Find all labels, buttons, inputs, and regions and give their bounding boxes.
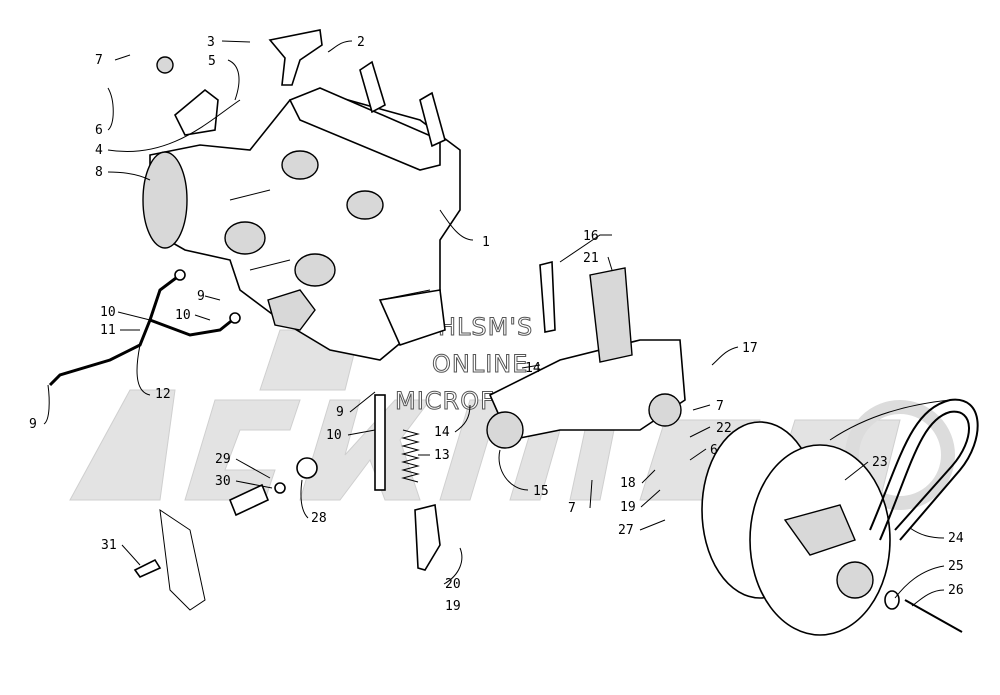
hardware — [133, 394, 420, 611]
callout-24: 24 — [948, 531, 964, 546]
callout-25: 25 — [948, 559, 964, 574]
watermark-line-1: HLSM'S — [438, 313, 533, 341]
callout-10-left: 10 — [100, 305, 116, 320]
callout-9-top: 9 — [197, 289, 205, 304]
callout-12: 12 — [155, 387, 171, 402]
callout-9-left: 9 — [29, 417, 37, 432]
callout-14-bottom: 14 — [434, 425, 450, 440]
callout-22: 22 — [716, 421, 732, 436]
callout-5: 5 — [208, 54, 216, 69]
callout-10-bottom: 10 — [326, 428, 342, 443]
callout-4: 4 — [95, 143, 103, 158]
callout-2: 2 — [357, 35, 365, 50]
callouts: 1 2 3 5 7 6 4 8 16 21 17 10 9 10 11 12 9 — [29, 35, 964, 614]
callout-15: 15 — [533, 484, 549, 499]
callout-10-mid: 10 — [175, 308, 191, 323]
callout-23: 23 — [872, 455, 888, 470]
watermark-line-2: ONLINE — [432, 350, 528, 378]
callout-20: 20 — [445, 577, 461, 592]
callout-6-top: 6 — [95, 123, 103, 138]
callout-18: 18 — [620, 476, 636, 491]
callout-8: 8 — [95, 165, 103, 180]
callout-26: 26 — [948, 583, 964, 598]
callout-21: 21 — [583, 251, 599, 266]
engine-assembly — [142, 29, 461, 361]
callout-3: 3 — [207, 35, 215, 50]
callout-1: 1 — [482, 235, 490, 250]
drive-belt — [829, 398, 979, 541]
callout-13: 13 — [434, 448, 450, 463]
drive-clutch — [701, 421, 891, 636]
callout-16: 16 — [583, 229, 599, 244]
mounting-plate — [414, 260, 686, 571]
callout-6-right: 6 — [710, 443, 718, 458]
callout-11: 11 — [100, 323, 116, 338]
clutch-bolt — [884, 590, 963, 633]
callout-31: 31 — [101, 538, 117, 553]
callout-19-bottom: 19 — [445, 599, 461, 614]
callout-19-right: 19 — [620, 500, 636, 515]
callout-9-mid: 9 — [336, 405, 344, 420]
callout-17: 17 — [742, 341, 758, 356]
callout-28: 28 — [311, 511, 327, 526]
callout-7-right: 7 — [716, 399, 724, 414]
callout-7-top: 7 — [95, 53, 103, 68]
callout-7-bottom: 7 — [568, 501, 576, 516]
callout-29: 29 — [215, 452, 231, 467]
callout-30: 30 — [215, 474, 231, 489]
callout-27: 27 — [618, 523, 634, 538]
oil-lines — [48, 269, 241, 387]
callout-14-top: 14 — [525, 361, 541, 376]
